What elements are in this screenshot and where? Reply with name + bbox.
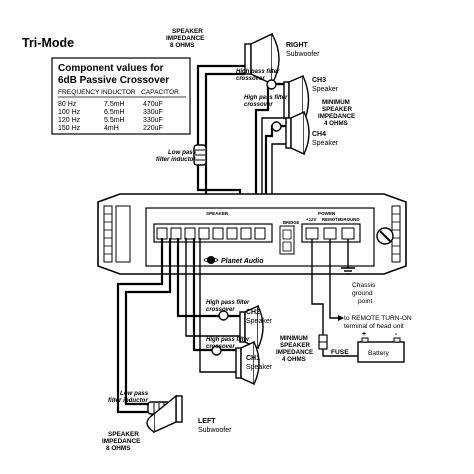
high-pass-label: High pass filter xyxy=(206,337,250,343)
terminal-ground-label: GROUND xyxy=(340,217,360,222)
top-impedance-label: IMPEDANCE xyxy=(166,35,205,42)
table-row: 120 Hz 5.5mH 330uF xyxy=(58,117,163,124)
ch4-label: Speaker xyxy=(312,140,339,147)
min-impedance-label: SPEAKER xyxy=(280,342,310,349)
high-pass-label: crossover xyxy=(236,76,265,82)
left-subwoofer-label: LEFT xyxy=(198,418,216,425)
amp-power-header: POWER xyxy=(318,211,336,216)
table-cell: 100 Hz xyxy=(58,109,81,116)
table-row: 80 Hz 7.5mH 470uF xyxy=(58,101,163,108)
terminal-remote-label: REMOTE xyxy=(322,217,341,222)
svg-text:-: - xyxy=(395,331,398,338)
diagram-title: Tri-Mode xyxy=(22,36,74,50)
table-cell: 470uF xyxy=(143,101,163,108)
table-col-inductor: INDUCTOR xyxy=(101,89,136,96)
chassis-label: point xyxy=(358,298,372,305)
min-impedance-label: MINIMUM xyxy=(280,335,308,342)
table-cell: 330uF xyxy=(143,109,163,116)
table-cell: 330uF xyxy=(143,117,163,124)
table-cell: 80 Hz xyxy=(58,101,77,108)
min-impedance-label: 4 OHMS xyxy=(324,120,348,127)
power-wiring xyxy=(311,239,360,357)
fuse-icon xyxy=(318,334,328,350)
bottom-impedance-label: SPEAKER xyxy=(108,431,139,438)
battery-label: Battery xyxy=(368,350,390,357)
high-pass-label: High pass filter xyxy=(244,95,288,101)
left-subwoofer-label: Subwoofer xyxy=(198,427,232,434)
bottom-impedance-label: 8 OHMS xyxy=(106,445,131,452)
low-pass-inductor-label: Low pass xyxy=(168,149,197,156)
fuse-label: FUSE xyxy=(331,349,349,356)
high-pass-label: crossover xyxy=(206,307,235,313)
table-heading-line1: Component values for xyxy=(58,63,164,74)
min-impedance-label: IMPEDANCE xyxy=(318,113,355,120)
speaker-terminal-block xyxy=(153,223,273,243)
capacitor-icon xyxy=(211,345,222,356)
table-cell: 120 Hz xyxy=(58,117,81,124)
table-cell: 150 Hz xyxy=(58,125,81,132)
low-pass-inductor-label: Low pass xyxy=(120,390,149,397)
ch4-label: CH4 xyxy=(312,131,326,138)
table-col-capacitor: CAPACITOR xyxy=(141,89,179,96)
min-impedance-label: SPEAKER xyxy=(322,106,352,113)
ch1-label: CH1 xyxy=(246,355,260,362)
ch4-speaker-icon xyxy=(285,110,310,156)
remote-label: to REMOTE TURN-ON xyxy=(344,315,412,322)
svg-text:+: + xyxy=(362,331,366,338)
crossover-table: Component values for 6dB Passive Crossov… xyxy=(51,57,191,135)
high-pass-label: crossover xyxy=(244,102,273,108)
table-row: 150 Hz 4mH 220uF xyxy=(58,125,163,132)
right-subwoofer-label: RIGHT xyxy=(286,42,309,49)
ch2-speaker-icon xyxy=(239,304,264,350)
high-pass-label: crossover xyxy=(206,344,235,350)
table-heading-line2: 6dB Passive Crossover xyxy=(58,75,169,86)
left-subwoofer-speaker-icon xyxy=(146,394,183,434)
remote-label: terminal of head unit xyxy=(344,323,404,330)
battery-icon: + - xyxy=(357,331,405,363)
inductor-icon xyxy=(193,144,207,166)
low-pass-inductor-label: filter inductor xyxy=(156,156,196,163)
capacitor-icon xyxy=(218,310,229,321)
bottom-impedance-label: IMPEDANCE xyxy=(102,438,141,445)
table-cell: 4mH xyxy=(104,125,119,132)
ch1-label: Speaker xyxy=(246,364,273,371)
table-cell: 7.5mH xyxy=(104,101,125,108)
table-cell: 5.5mH xyxy=(104,117,125,124)
table-cell: 220uF xyxy=(143,125,163,132)
amp-bridge-header: BRIDGE xyxy=(283,220,299,225)
capacitor-icon xyxy=(271,121,282,132)
planet-audio-logo-icon xyxy=(203,256,219,264)
high-pass-label: High pass filter xyxy=(206,300,250,306)
ch3-label: Speaker xyxy=(312,86,339,93)
table-row: 100 Hz 6.5mH 330uF xyxy=(58,109,163,116)
amp-speaker-header: SPEAKER xyxy=(206,211,229,216)
top-impedance-label: 8 OHMS xyxy=(170,42,195,49)
high-pass-label: High pass filter xyxy=(236,69,280,75)
gain-knob-icon xyxy=(376,227,394,245)
min-impedance-label: 4 OHMS xyxy=(282,356,306,363)
low-pass-inductor-label: filter inductor xyxy=(108,397,148,404)
crossover-table-box xyxy=(51,57,191,135)
table-cell: 6.5mH xyxy=(104,109,125,116)
chassis-label: Chassis xyxy=(352,282,376,289)
terminal-12v-label: +12V xyxy=(306,217,316,222)
min-impedance-label: MINIMUM xyxy=(322,99,350,106)
top-impedance-label: SPEAKER xyxy=(172,28,203,35)
capacitor-icon xyxy=(266,79,277,90)
min-impedance-label: IMPEDANCE xyxy=(276,349,313,356)
power-terminal-block xyxy=(301,223,361,243)
right-subwoofer-label: Subwoofer xyxy=(286,51,320,58)
amplifier: SPEAKER BRIDGE POWER +12V REMOTE GROUND xyxy=(97,193,407,275)
ch2-label: Speaker xyxy=(246,318,273,325)
ch2-label: CH2 xyxy=(246,309,260,316)
brand-logo-text: Planet Audio xyxy=(221,258,264,265)
ch3-speaker-icon xyxy=(283,74,310,126)
chassis-label: ground xyxy=(352,290,373,297)
right-subwoofer-speaker-icon xyxy=(244,32,280,86)
ch1-speaker-icon xyxy=(235,340,260,386)
bottom-wiring xyxy=(116,238,244,414)
table-col-frequency: FREQUENCY xyxy=(58,89,100,96)
ch3-label: CH3 xyxy=(312,77,326,84)
